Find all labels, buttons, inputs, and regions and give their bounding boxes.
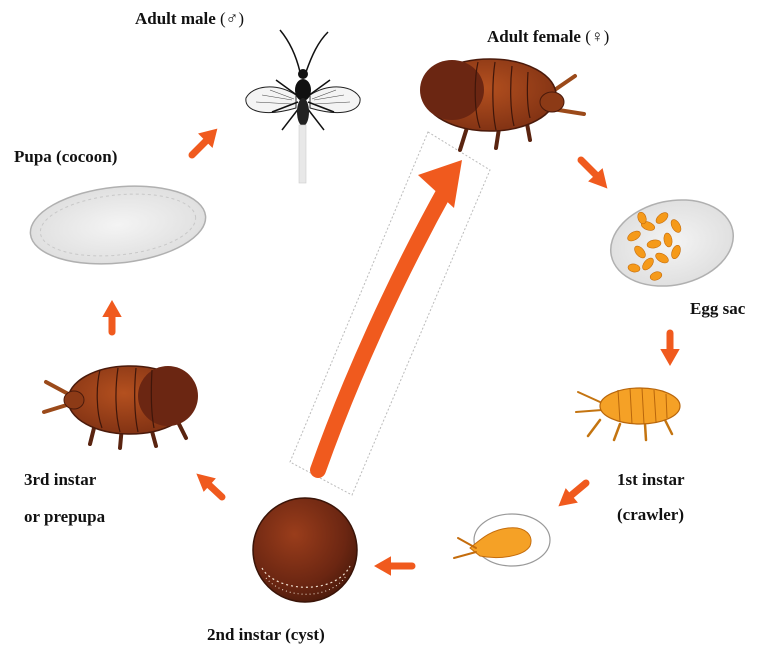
settled-crawler-illustration [454, 514, 550, 566]
arrow-third-to-pupa [104, 302, 120, 332]
third-instar-label-line2: or prepupa [24, 507, 105, 527]
third-instar-label-line1: 3rd instar [24, 470, 96, 490]
egg-sac-label: Egg sac [690, 299, 745, 319]
arrow-cyst-to-third [198, 475, 222, 497]
male-symbol: (♂) [220, 9, 244, 28]
third-instar-illustration [44, 366, 198, 448]
adult-female-text: Adult female [487, 27, 581, 46]
central-arrow-group [290, 132, 490, 495]
first-instar-label-line1: 1st instar [617, 470, 685, 490]
first-instar-label-line2: (crawler) [617, 505, 684, 525]
arrow-crawler-to-settled [560, 483, 586, 505]
pupa-cocoon-illustration [27, 178, 210, 272]
adult-male-illustration [246, 30, 360, 183]
arrow-settled-to-cyst [376, 558, 412, 574]
arrow-eggsac-to-crawler [662, 333, 678, 364]
adult-male-label: Adult male (♂) [135, 9, 244, 29]
arrow-female-to-eggsac [581, 160, 606, 187]
second-instar-label: 2nd instar (cyst) [207, 625, 325, 645]
second-instar-cyst-illustration [253, 498, 357, 602]
pupa-label: Pupa (cocoon) [14, 147, 117, 167]
first-instar-crawler-illustration [576, 388, 680, 440]
adult-male-text: Adult male [135, 9, 216, 28]
egg-sac-illustration [603, 189, 742, 297]
adult-female-label: Adult female (♀) [487, 27, 609, 47]
adult-female-illustration [420, 59, 584, 150]
arrow-pupa-to-male [192, 130, 216, 155]
female-symbol: (♀) [585, 27, 609, 46]
big-arrow-shaft [318, 185, 448, 470]
